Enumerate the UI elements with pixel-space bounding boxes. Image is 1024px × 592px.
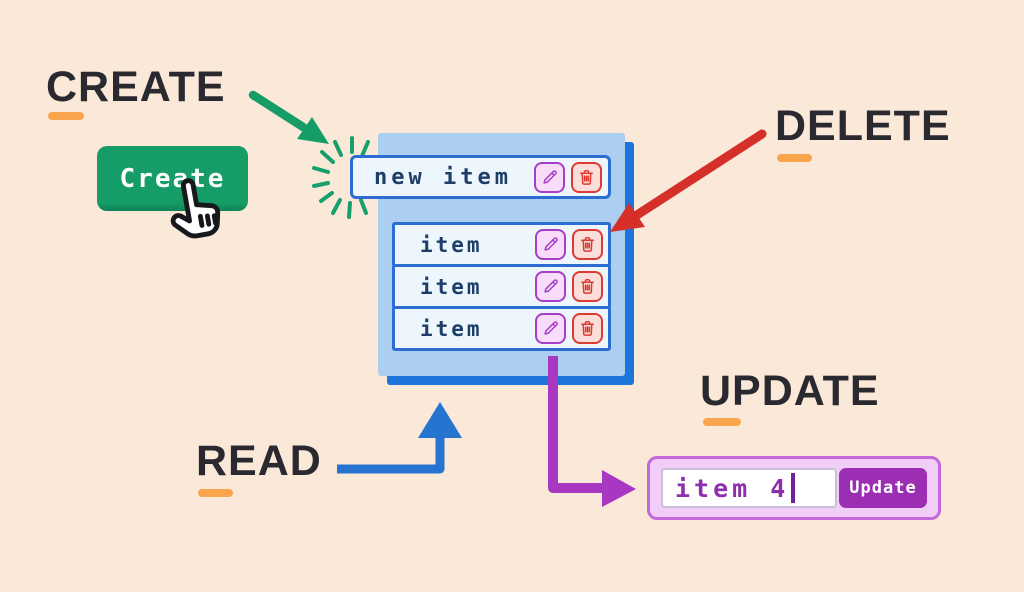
new-item-row: new item — [350, 155, 611, 199]
item-actions — [535, 229, 603, 260]
delete-arrow — [610, 129, 767, 232]
edit-button[interactable] — [535, 313, 566, 344]
update-heading: UPDATE — [700, 367, 880, 415]
item-label: item — [420, 232, 483, 257]
table-row: item — [392, 306, 611, 351]
items-list: item item — [392, 222, 611, 351]
item-label: item — [420, 316, 483, 341]
edit-button[interactable] — [534, 161, 565, 193]
edit-button[interactable] — [535, 271, 566, 302]
trash-icon — [581, 279, 594, 294]
delete-button[interactable] — [572, 271, 603, 302]
read-heading: READ — [196, 437, 322, 485]
table-row: item — [392, 222, 611, 267]
new-item-actions — [534, 161, 602, 193]
trash-icon — [581, 321, 594, 336]
item-actions — [535, 313, 603, 344]
update-input[interactable]: item 4 — [661, 468, 837, 508]
text-cursor — [791, 473, 796, 503]
delete-button[interactable] — [572, 229, 603, 260]
create-underline — [48, 112, 84, 120]
pencil-icon — [544, 279, 558, 293]
update-underline — [703, 418, 741, 426]
hand-cursor-icon — [170, 178, 221, 239]
new-item-label: new item — [374, 164, 512, 190]
delete-button[interactable] — [572, 313, 603, 344]
trash-icon — [581, 237, 594, 252]
trash-icon — [580, 169, 593, 185]
read-underline — [198, 489, 233, 497]
edit-button[interactable] — [535, 229, 566, 260]
pencil-icon — [543, 169, 557, 184]
item-actions — [535, 271, 603, 302]
update-arrow — [548, 356, 636, 507]
create-button[interactable]: Create — [97, 146, 248, 211]
pencil-icon — [544, 321, 558, 335]
update-input-value: item 4 — [675, 473, 790, 503]
table-row: item — [392, 264, 611, 309]
update-widget: item 4 Update — [647, 456, 941, 520]
item-label: item — [420, 274, 483, 299]
pencil-icon — [544, 237, 558, 251]
delete-heading: DELETE — [775, 102, 951, 150]
create-arrow — [248, 90, 329, 144]
create-heading: CREATE — [46, 63, 226, 111]
read-arrow — [337, 402, 462, 474]
delete-button[interactable] — [571, 161, 602, 193]
update-button[interactable]: Update — [839, 468, 927, 508]
delete-underline — [777, 154, 812, 162]
